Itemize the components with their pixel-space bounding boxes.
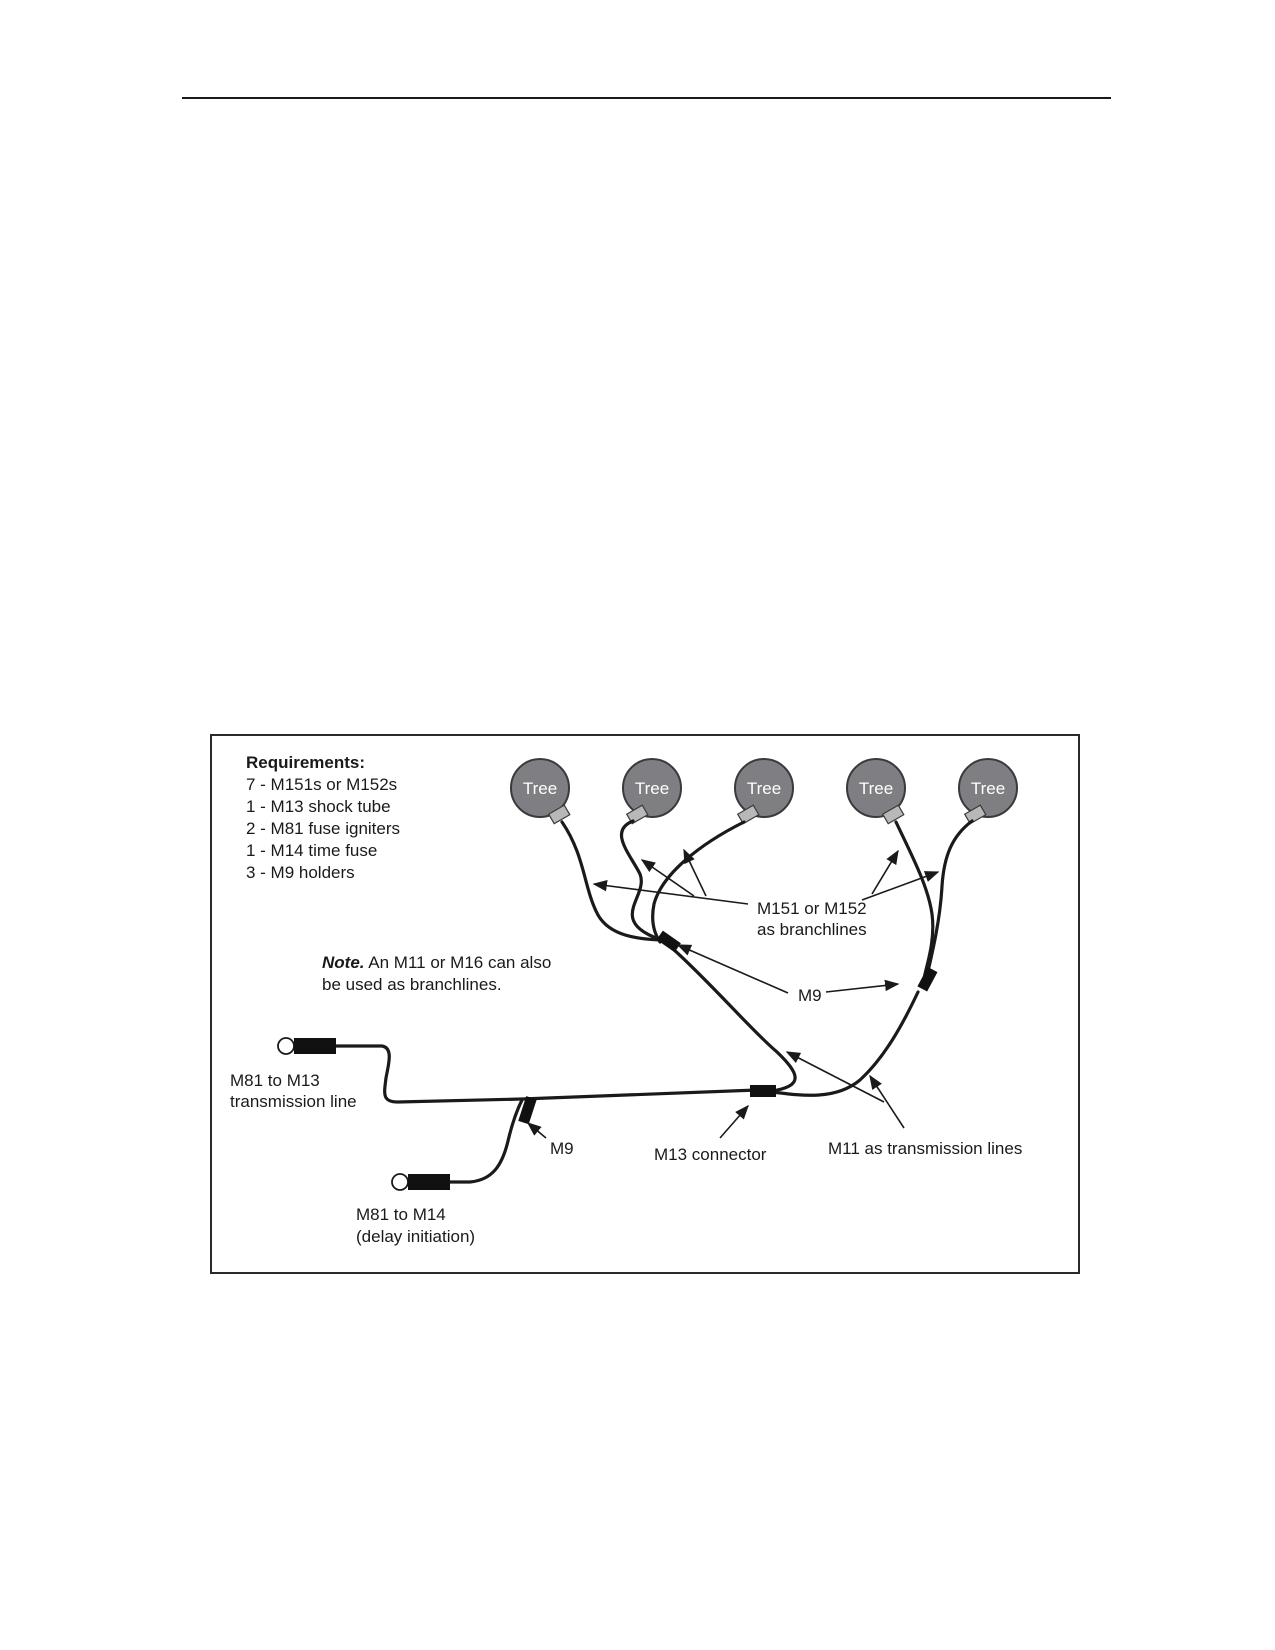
tree-circle: [734, 758, 794, 818]
m81-to-m13-label-line2: transmission line: [230, 1092, 357, 1111]
branchline-tree-1: [560, 820, 664, 942]
branchline-tree-3: [651, 820, 746, 944]
tree-3: Tree: [734, 758, 794, 825]
m81-to-m14-label-line1: M81 to M14: [356, 1205, 446, 1224]
igniter-body: [294, 1038, 336, 1054]
branchline-cap: [963, 804, 987, 825]
tree-label: Tree: [859, 779, 893, 798]
diagram-canvas: Requirements: 7 - M151s or M152s 1 - M13…: [230, 753, 1022, 1246]
arrow-m9-left: [676, 944, 789, 994]
tree-circle: [846, 758, 906, 818]
arrow-branchline-1: [592, 879, 749, 905]
tree-label: Tree: [523, 779, 557, 798]
m9-holder-left: [656, 930, 681, 953]
branchline-tree-5: [924, 819, 974, 982]
igniter-pull-ring: [391, 1173, 409, 1191]
note-prefix: Note.: [322, 953, 365, 972]
m13-connector: [750, 1085, 776, 1097]
branchline-cap: [736, 804, 760, 825]
requirement-item: 7 - M151s or M152s: [246, 775, 397, 794]
note-text: Note. An M11 or M16 can also be used as …: [322, 953, 551, 994]
tree-circle: [622, 758, 682, 818]
arrow-m13-connector: [719, 1104, 749, 1139]
requirement-item: 1 - M13 shock tube: [246, 797, 391, 816]
note-line2: be used as branchlines.: [322, 975, 502, 994]
arrow-m9-bottom: [526, 1122, 547, 1139]
branchline-tree-2: [619, 819, 666, 942]
m11-transmission-label: M11 as transmission lines: [828, 1139, 1022, 1158]
m9-holder-right: [917, 966, 938, 992]
branchlines-label-line1: M151 or M152: [757, 899, 867, 918]
callout-arrows: [526, 848, 940, 1139]
tree-2: Tree: [622, 758, 682, 825]
requirements-list: Requirements: 7 - M151s or M152s 1 - M13…: [246, 753, 400, 882]
branchline-cap: [547, 804, 571, 825]
m9-label-lower: M9: [550, 1139, 574, 1158]
branchline-tree-4: [894, 820, 935, 982]
branchline-cap: [625, 804, 649, 825]
tree-circle: [958, 758, 1018, 818]
branchlines-label-line2: as branchlines: [757, 920, 867, 939]
page-header-rule: [182, 97, 1111, 99]
requirements-title: Requirements:: [246, 753, 365, 772]
requirement-item: 3 - M9 holders: [246, 863, 355, 882]
requirement-item: 2 - M81 fuse igniters: [246, 819, 400, 838]
m13-connector-label: M13 connector: [654, 1145, 767, 1164]
note-line1: An M11 or M16 can also: [365, 953, 552, 972]
tree-label: Tree: [971, 779, 1005, 798]
m81-to-m14-label-line2: (delay initiation): [356, 1227, 475, 1246]
arrow-branchline-4: [871, 849, 899, 895]
tree-circle: [510, 758, 570, 818]
tree-label: Tree: [747, 779, 781, 798]
igniter-pull-ring: [277, 1037, 295, 1055]
igniter-body: [408, 1174, 450, 1190]
m81-igniter-lower: [391, 1173, 450, 1191]
tree-label: Tree: [635, 779, 669, 798]
branchline-cap: [881, 804, 905, 825]
m81-to-m14-delay-line: [436, 1098, 524, 1184]
m9-label-upper: M9: [798, 986, 822, 1005]
arrow-branchline-5: [861, 871, 940, 901]
detonating-cord-lines: [332, 819, 974, 1184]
requirement-item: 1 - M14 time fuse: [246, 841, 377, 860]
m81-igniter-upper: [277, 1037, 336, 1055]
tree-1: Tree: [510, 758, 571, 825]
arrow-branchline-2: [640, 859, 695, 897]
m11-transmission-line-right: [770, 990, 920, 1097]
demolition-diagram-figure: Requirements: 7 - M151s or M152s 1 - M13…: [210, 734, 1080, 1274]
arrow-m11-left: [785, 1051, 885, 1103]
m9-holder-bottom: [518, 1096, 537, 1125]
svg-text:Note. An M11 or M16 can also: Note. An M11 or M16 can also: [322, 953, 551, 972]
arrow-m9-right: [825, 979, 900, 993]
m81-to-m13-label-line1: M81 to M13: [230, 1071, 320, 1090]
m81-to-m13-transmission-line: [332, 1044, 759, 1104]
arrow-m11-right: [869, 1074, 905, 1129]
m11-transmission-line-left: [670, 946, 797, 1093]
tree-5: Tree: [958, 758, 1018, 825]
tree-4: Tree: [846, 758, 906, 825]
arrow-branchline-3: [683, 848, 707, 897]
